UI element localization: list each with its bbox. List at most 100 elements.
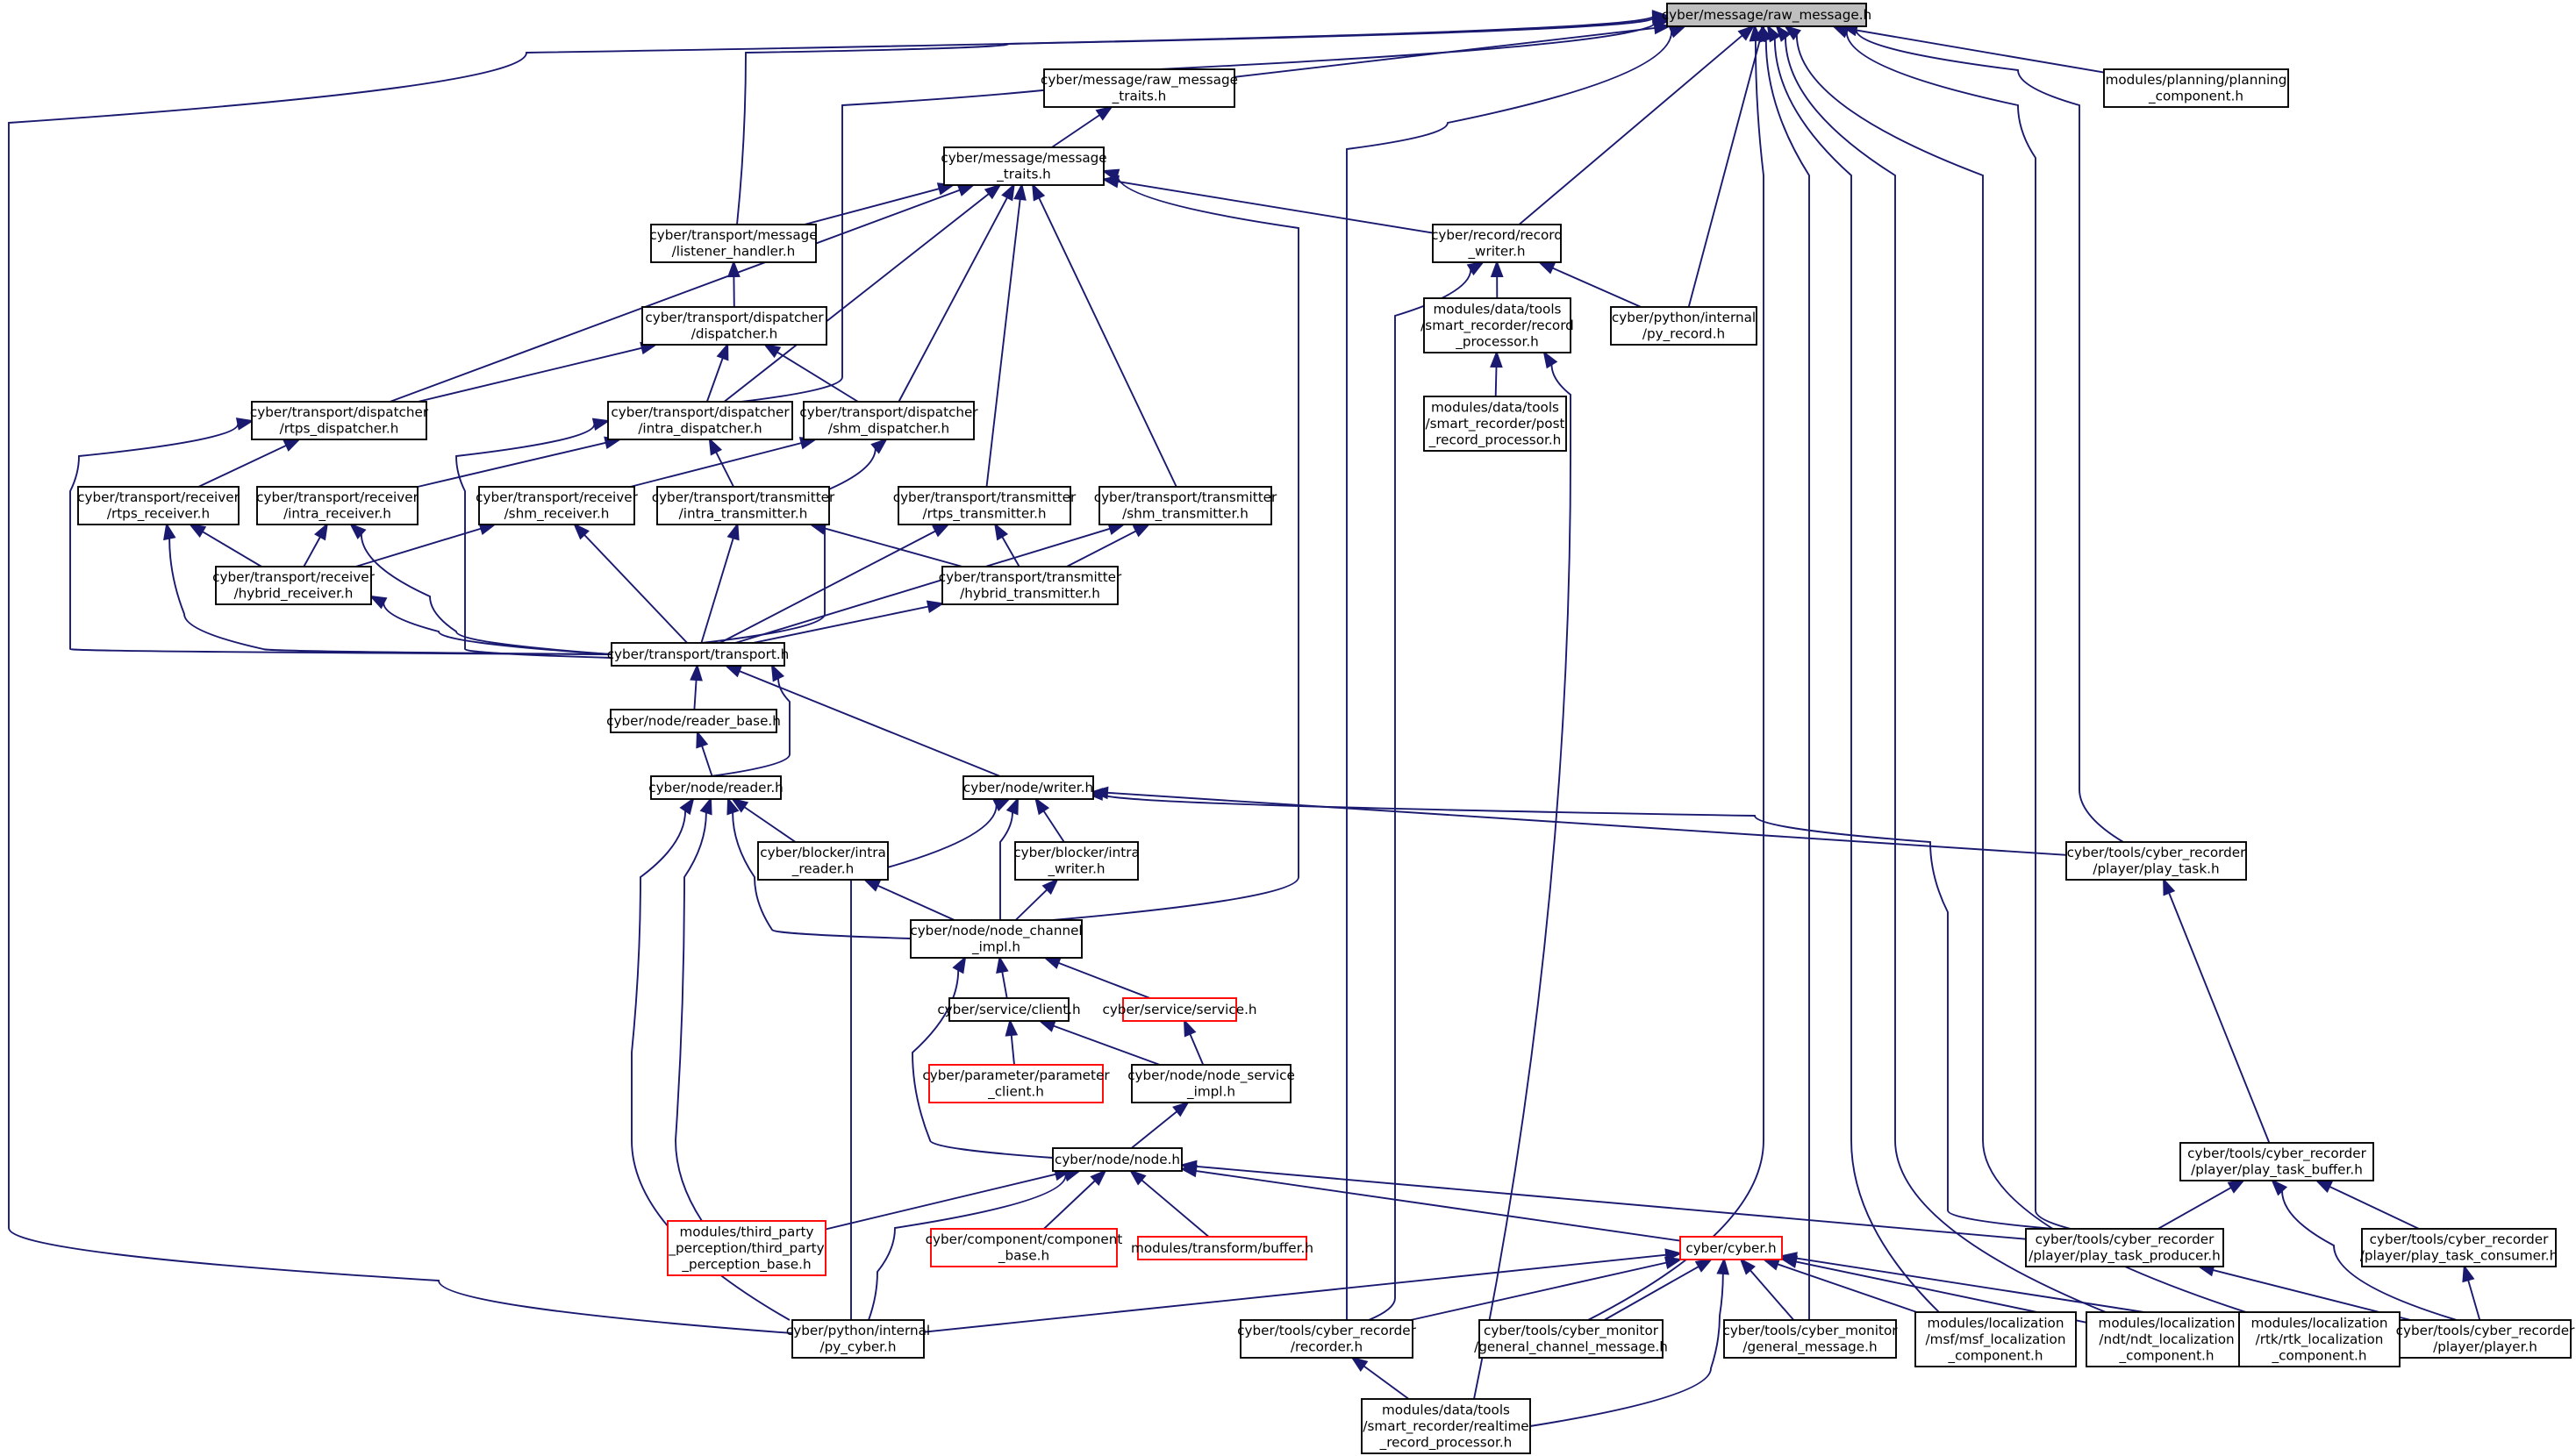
node-box-writer[interactable]	[962, 775, 1094, 800]
node-box-rtps_transmitter[interactable]	[898, 486, 1071, 525]
node-box-intra_receiver[interactable]	[256, 486, 419, 525]
node-box-intra_dispatcher[interactable]	[607, 401, 793, 440]
node-box-post_record_processor[interactable]	[1423, 396, 1567, 452]
node-node[interactable]: cyber/node/node.h	[1052, 1147, 1183, 1172]
node-box-reader_base[interactable]	[610, 709, 777, 733]
node-py_cyber[interactable]: cyber/python/internal/py_cyber.h	[786, 1319, 930, 1359]
node-planning_component[interactable]: modules/planning/planning_component.h	[2103, 68, 2289, 108]
node-box-raw_message_traits[interactable]	[1043, 68, 1235, 108]
node-box-listener_handler[interactable]	[650, 224, 817, 263]
node-reader_base[interactable]: cyber/node/reader_base.h	[606, 709, 781, 733]
node-message_traits[interactable]: cyber/message/message_traits.h	[941, 146, 1107, 186]
node-rtps_dispatcher[interactable]: cyber/transport/dispatcher/rtps_dispatch…	[250, 401, 429, 440]
node-box-message_traits[interactable]	[943, 146, 1105, 186]
node-cyber[interactable]: cyber/cyber.h	[1679, 1236, 1783, 1260]
node-box-client[interactable]	[948, 997, 1070, 1022]
node-box-service[interactable]	[1122, 997, 1237, 1022]
node-play_task_consumer[interactable]: cyber/tools/cyber_recorder/player/play_t…	[2360, 1228, 2558, 1267]
node-box-transport[interactable]	[611, 642, 785, 667]
node-realtime_record_processor[interactable]: modules/data/tools/smart_recorder/realti…	[1361, 1398, 1531, 1454]
node-py_record[interactable]: cyber/python/internal/py_record.h	[1610, 306, 1757, 346]
node-intra_transmitter[interactable]: cyber/transport/transmitter/intra_transm…	[652, 486, 835, 525]
node-rtps_receiver[interactable]: cyber/transport/receiver/rtps_receiver.h	[77, 486, 240, 525]
node-box-node_channel_impl[interactable]	[910, 919, 1083, 959]
node-box-dispatcher[interactable]	[641, 306, 827, 346]
node-intra_reader[interactable]: cyber/blocker/intra_reader.h	[757, 841, 889, 881]
node-box-record_writer[interactable]	[1432, 224, 1562, 263]
node-player[interactable]: cyber/tools/cyber_recorder/player/player…	[2396, 1319, 2575, 1359]
node-third_party_perception[interactable]: modules/third_party_perception/third_par…	[667, 1220, 826, 1276]
node-hybrid_transmitter[interactable]: cyber/transport/transmitter/hybrid_trans…	[939, 566, 1122, 605]
node-intra_writer[interactable]: cyber/blocker/intra_writer.h	[1013, 841, 1140, 881]
node-post_record_processor[interactable]: modules/data/tools/smart_recorder/post_r…	[1423, 396, 1567, 452]
node-box-intra_writer[interactable]	[1014, 841, 1139, 881]
node-box-rtps_receiver[interactable]	[77, 486, 240, 525]
node-box-third_party_perception[interactable]	[667, 1220, 826, 1276]
node-recorder[interactable]: cyber/tools/cyber_recorder/recorder.h	[1237, 1319, 1417, 1359]
node-intra_dispatcher[interactable]: cyber/transport/dispatcher/intra_dispatc…	[607, 401, 793, 440]
node-box-parameter_client[interactable]	[928, 1064, 1104, 1103]
node-shm_dispatcher[interactable]: cyber/transport/dispatcher/shm_dispatche…	[799, 401, 978, 440]
node-box-py_cyber[interactable]	[791, 1319, 925, 1359]
node-box-node[interactable]	[1052, 1147, 1183, 1172]
node-record_writer[interactable]: cyber/record/record_writer.h	[1431, 224, 1563, 263]
node-box-shm_receiver[interactable]	[478, 486, 635, 525]
node-box-general_message[interactable]	[1723, 1319, 1897, 1359]
node-box-cyber[interactable]	[1679, 1236, 1783, 1260]
node-box-play_task_buffer[interactable]	[2179, 1142, 2374, 1181]
node-box-rtk_localization[interactable]	[2238, 1311, 2401, 1367]
node-box-shm_dispatcher[interactable]	[803, 401, 975, 440]
node-box-raw_message[interactable]	[1666, 3, 1867, 27]
node-box-component_base[interactable]	[930, 1228, 1118, 1267]
node-box-player[interactable]	[2399, 1319, 2572, 1359]
node-box-node_service_impl[interactable]	[1131, 1064, 1292, 1103]
node-listener_handler[interactable]: cyber/transport/message/listener_handler…	[649, 224, 818, 263]
node-node_service_impl[interactable]: cyber/node/node_service_impl.h	[1127, 1064, 1295, 1103]
node-writer[interactable]: cyber/node/writer.h	[962, 775, 1094, 800]
node-box-transform_buffer[interactable]	[1137, 1236, 1307, 1260]
node-reader[interactable]: cyber/node/reader.h	[648, 775, 784, 800]
node-label-hybrid_receiver-line-1: /hybrid_receiver.h	[234, 586, 354, 603]
node-transform_buffer[interactable]: modules/transform/buffer.h	[1131, 1236, 1313, 1260]
node-parameter_client[interactable]: cyber/parameter/parameter_client.h	[922, 1064, 1110, 1103]
node-ndt_localization[interactable]: modules/localization/ndt/ndt_localizatio…	[2086, 1311, 2248, 1367]
node-node_channel_impl[interactable]: cyber/node/node_channel_impl.h	[910, 919, 1083, 959]
node-rtps_transmitter[interactable]: cyber/transport/transmitter/rtps_transmi…	[893, 486, 1077, 525]
node-box-play_task_producer[interactable]	[2025, 1228, 2224, 1267]
node-transport[interactable]: cyber/transport/transport.h	[607, 642, 790, 667]
node-box-intra_reader[interactable]	[757, 841, 889, 881]
node-component_base[interactable]: cyber/component/component_base.h	[926, 1228, 1123, 1267]
node-box-msf_localization[interactable]	[1914, 1311, 2077, 1367]
node-box-realtime_record_processor[interactable]	[1361, 1398, 1531, 1454]
node-box-play_task_consumer[interactable]	[2361, 1228, 2557, 1267]
node-raw_message[interactable]: cyber/message/raw_message.h	[1662, 3, 1871, 27]
node-box-record_processor[interactable]	[1423, 297, 1571, 353]
node-record_processor[interactable]: modules/data/tools/smart_recorder/record…	[1420, 297, 1574, 353]
node-general_message[interactable]: cyber/tools/cyber_monitor/general_messag…	[1722, 1319, 1898, 1359]
node-hybrid_receiver[interactable]: cyber/transport/receiver/hybrid_receiver…	[212, 566, 376, 605]
node-shm_receiver[interactable]: cyber/transport/receiver/shm_receiver.h	[476, 486, 639, 525]
node-dispatcher[interactable]: cyber/transport/dispatcher/dispatcher.h	[641, 306, 827, 346]
node-play_task[interactable]: cyber/tools/cyber_recorder/player/play_t…	[2065, 841, 2247, 881]
node-box-hybrid_transmitter[interactable]	[941, 566, 1119, 605]
node-box-planning_component[interactable]	[2103, 68, 2289, 108]
node-intra_receiver[interactable]: cyber/transport/receiver/intra_receiver.…	[256, 486, 419, 525]
node-general_channel_message[interactable]: cyber/tools/cyber_monitor/general_channe…	[1474, 1319, 1668, 1359]
node-box-reader[interactable]	[650, 775, 782, 800]
node-box-py_record[interactable]	[1610, 306, 1757, 346]
node-client[interactable]: cyber/service/client.h	[937, 997, 1081, 1022]
node-box-play_task[interactable]	[2065, 841, 2247, 881]
node-raw_message_traits[interactable]: cyber/message/raw_message_traits.h	[1041, 68, 1238, 108]
node-box-recorder[interactable]	[1240, 1319, 1413, 1359]
node-box-shm_transmitter[interactable]	[1098, 486, 1272, 525]
node-box-general_channel_message[interactable]	[1478, 1319, 1664, 1359]
node-box-intra_transmitter[interactable]	[656, 486, 830, 525]
node-box-rtps_dispatcher[interactable]	[251, 401, 427, 440]
node-service[interactable]: cyber/service/service.h	[1102, 997, 1257, 1022]
node-msf_localization[interactable]: modules/localization/msf/msf_localizatio…	[1914, 1311, 2077, 1367]
node-rtk_localization[interactable]: modules/localization/rtk/rtk_localizatio…	[2238, 1311, 2401, 1367]
node-shm_transmitter[interactable]: cyber/transport/transmitter/shm_transmit…	[1094, 486, 1277, 525]
node-play_task_producer[interactable]: cyber/tools/cyber_recorder/player/play_t…	[2025, 1228, 2224, 1267]
node-play_task_buffer[interactable]: cyber/tools/cyber_recorder/player/play_t…	[2179, 1142, 2374, 1181]
node-box-hybrid_receiver[interactable]	[215, 566, 372, 605]
